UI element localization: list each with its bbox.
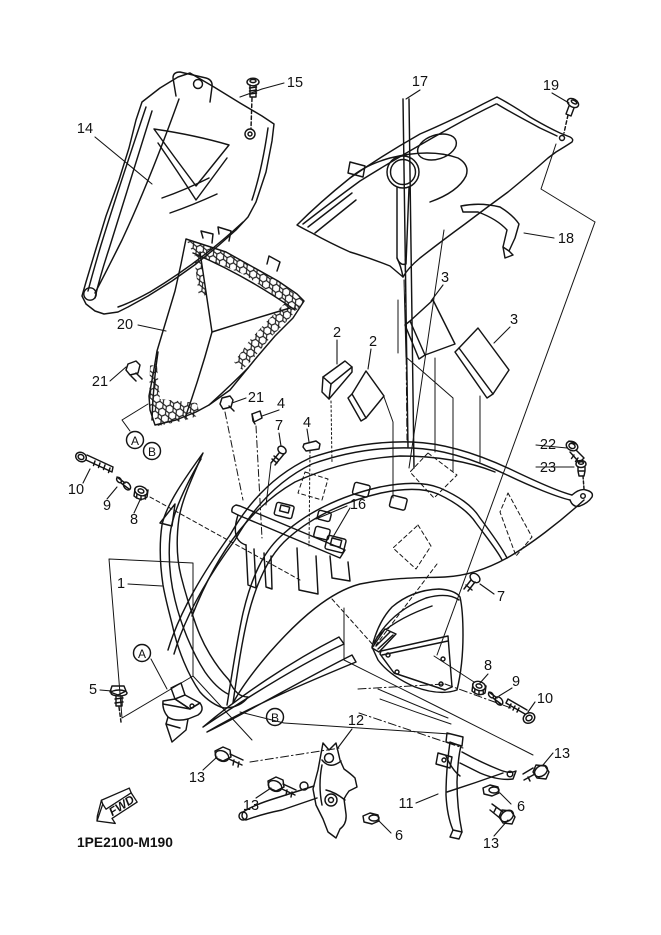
svg-text:12: 12 <box>348 713 364 729</box>
svg-text:14: 14 <box>77 121 93 137</box>
svg-text:18: 18 <box>558 231 574 247</box>
svg-text:1PE2100-M190: 1PE2100-M190 <box>77 835 173 850</box>
svg-text:10: 10 <box>68 482 84 498</box>
svg-text:8: 8 <box>130 512 138 528</box>
svg-text:13: 13 <box>483 836 499 852</box>
svg-text:2: 2 <box>369 334 377 350</box>
svg-text:15: 15 <box>287 75 303 91</box>
svg-text:B: B <box>271 711 279 725</box>
svg-text:3: 3 <box>510 312 518 328</box>
svg-text:9: 9 <box>512 674 520 690</box>
svg-text:B: B <box>148 445 156 459</box>
svg-text:5: 5 <box>89 682 97 698</box>
svg-text:9: 9 <box>103 498 111 514</box>
svg-text:17: 17 <box>412 74 428 90</box>
svg-text:A: A <box>138 647 146 661</box>
svg-text:13: 13 <box>554 746 570 762</box>
svg-text:7: 7 <box>497 589 505 605</box>
svg-text:4: 4 <box>303 415 311 431</box>
svg-text:3: 3 <box>441 270 449 286</box>
svg-text:19: 19 <box>543 78 559 94</box>
svg-text:7: 7 <box>275 418 283 434</box>
svg-text:21: 21 <box>92 374 108 390</box>
svg-text:13: 13 <box>189 770 205 786</box>
svg-text:13: 13 <box>243 798 259 814</box>
svg-text:A: A <box>131 434 139 448</box>
svg-text:20: 20 <box>117 317 133 333</box>
svg-text:1: 1 <box>117 576 125 592</box>
svg-text:10: 10 <box>537 691 553 707</box>
svg-text:4: 4 <box>277 396 285 412</box>
svg-text:2: 2 <box>333 325 341 341</box>
svg-text:6: 6 <box>395 828 403 844</box>
svg-text:8: 8 <box>484 658 492 674</box>
svg-text:22: 22 <box>540 437 556 453</box>
svg-text:23: 23 <box>540 460 556 476</box>
svg-text:21: 21 <box>248 390 264 406</box>
svg-text:11: 11 <box>398 796 413 812</box>
svg-text:6: 6 <box>517 799 525 815</box>
